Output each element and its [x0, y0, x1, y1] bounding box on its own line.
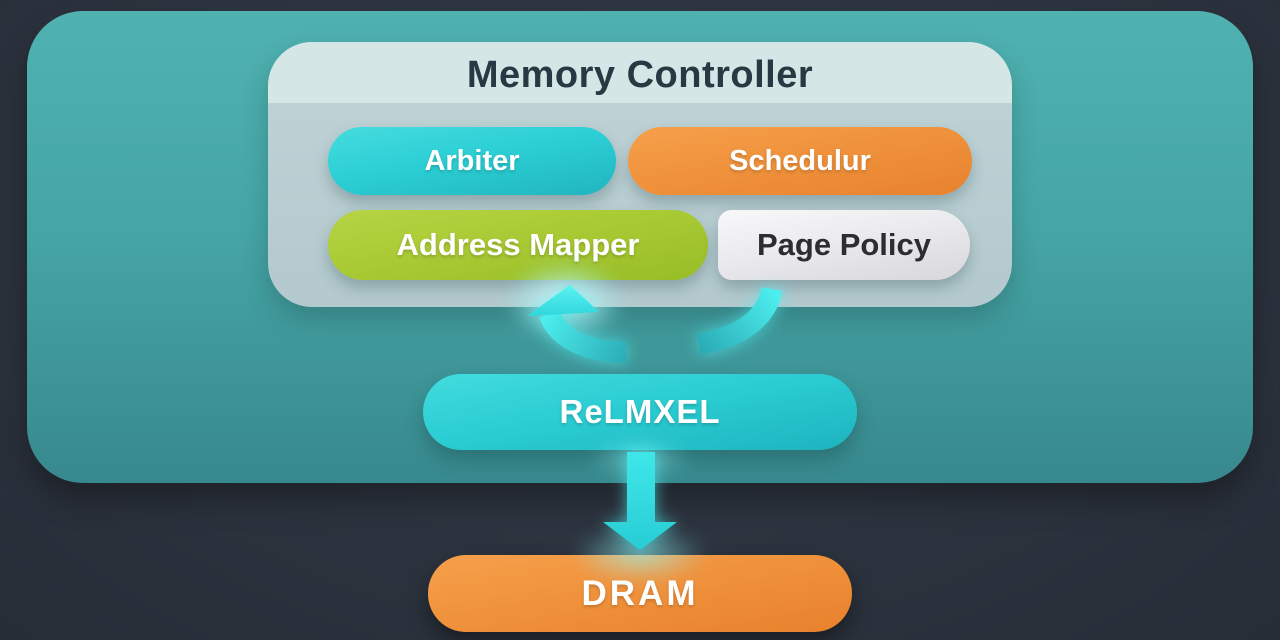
page-policy-block: Page Policy	[718, 210, 970, 280]
scheduler-block: Schedulur	[628, 127, 972, 195]
relmxel-block: ReLMXEL	[423, 374, 857, 450]
dram-block: DRAM	[428, 555, 852, 632]
memory-controller-header: Memory Controller	[268, 42, 1012, 103]
address-mapper-block: Address Mapper	[328, 210, 708, 280]
memory-controller-title: Memory Controller	[466, 54, 814, 96]
arbiter-block: Arbiter	[328, 127, 616, 195]
